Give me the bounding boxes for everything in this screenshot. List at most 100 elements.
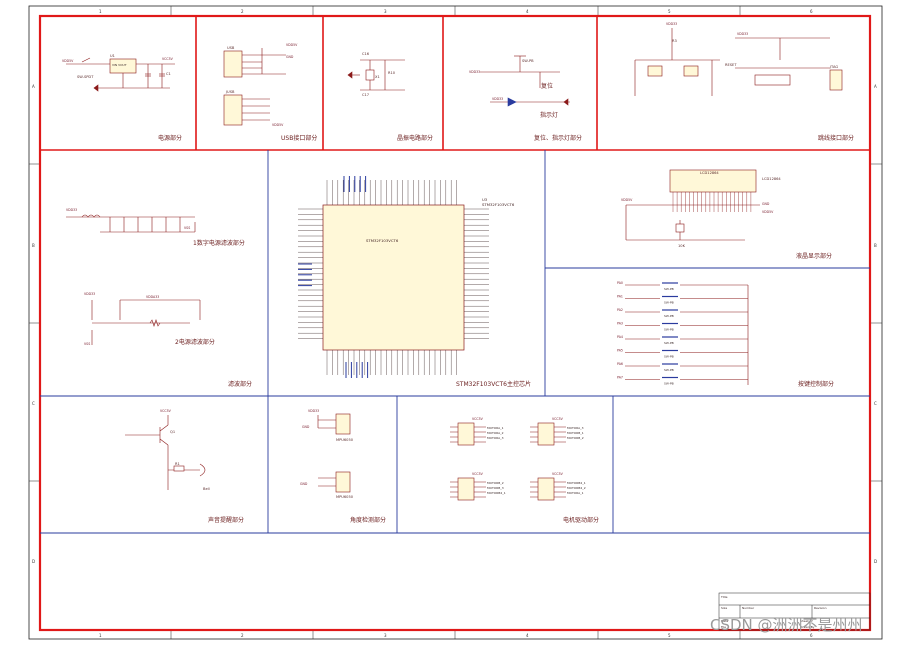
title-block-date: Date <box>721 619 728 623</box>
usb-vdd-label-2: VDD5V <box>272 123 284 127</box>
motor-vcc-label: VCC5V <box>552 472 564 476</box>
key-switch-ref: SW-PB <box>664 341 674 345</box>
jtag-pull-resistor: R3 <box>672 39 677 43</box>
keys-circuit: PA0SW-PBPA1SW-PBPA2SW-PBPA3SW-PBPA4SW-PB… <box>617 281 749 386</box>
title-block-number: Number <box>742 606 755 610</box>
lcd-gnd-label: GND <box>762 202 770 206</box>
red-outline <box>38 14 872 632</box>
usb-jusb-ref: JUSB <box>225 90 235 94</box>
filter-2-vdda-label: VDDA33 <box>146 295 159 299</box>
usb-vdd-label: VDD5V <box>286 43 298 47</box>
lcd-ref-label: LCD12864 <box>762 177 781 181</box>
crystal-c17: C17 <box>362 93 369 97</box>
key-net-label: PA1 <box>617 295 623 299</box>
key-net-label: PA7 <box>617 376 623 380</box>
motor-circuit: MOTORA_1MOTORA_2MOTORA_3VCC5VMOTORA_3MOT… <box>450 417 586 501</box>
mcu-inner-label: STM32F103VCT6 <box>366 238 399 243</box>
power-vdd-label: VDD5V <box>62 59 74 63</box>
title-block-sheet: Sheet of <box>800 619 813 623</box>
col-label-6: 6 <box>810 9 813 14</box>
regulator-pins: VIN VOUT <box>112 63 127 67</box>
col-label-6-bottom: 6 <box>810 633 813 638</box>
power-vcc-label: VCC5V <box>162 57 174 61</box>
row-label-d-right: D <box>874 559 877 564</box>
key-switch-ref: SW-PB <box>664 314 674 318</box>
reset-led-circuit <box>480 55 570 107</box>
section-filter-all-title: 滤波部分 <box>228 380 252 388</box>
row-label-a-right: A <box>874 84 877 89</box>
motor-vcc-label: VCC5V <box>472 472 484 476</box>
motor-net-label: MOTORB_3 <box>487 486 504 490</box>
crystal-r10: R10 <box>388 71 396 75</box>
col-label-4: 4 <box>526 9 529 14</box>
col-label-3: 3 <box>384 9 387 14</box>
key-net-label: PA5 <box>617 349 623 353</box>
col-label-2-bottom: 2 <box>241 633 244 638</box>
buzzer-q1-label: Q1 <box>170 430 175 434</box>
watermark: CSDN @洲洲不是州州 <box>710 616 863 634</box>
motor-net-label: MOTORA_1 <box>567 491 584 495</box>
section-mcu-title: STM32F103VCT6主控芯片 <box>456 380 531 388</box>
section-jtag-title: 跳线接口部分 <box>818 134 854 142</box>
motor-net-label: MOTORB_2 <box>487 481 504 485</box>
led-text: 指示灯 <box>540 111 558 119</box>
title-block-size: Size <box>721 606 727 610</box>
section-filter-1-title: 1数字电源滤波部分 <box>193 239 245 247</box>
filter-1-vdd-label: VDD33 <box>66 208 77 212</box>
section-buzzer-title: 声音提醒部分 <box>208 516 244 524</box>
lcd-vdd-label: VDD5V <box>621 198 633 202</box>
lcd-module-label: LCD12864 <box>700 171 719 175</box>
row-label-b-right: B <box>874 243 877 248</box>
title-block-drawn: Drawn By <box>800 625 815 629</box>
led-vdd-label: VDD33 <box>492 97 503 101</box>
crystal-x1: X1 <box>375 75 380 79</box>
mcu-chip <box>298 176 489 378</box>
mcu-ref: U3 <box>482 197 488 202</box>
col-label-4-bottom: 4 <box>526 633 529 638</box>
section-crystal-title: 晶振电路部分 <box>397 134 433 142</box>
motor-vcc-label: VCC5V <box>472 417 484 421</box>
usb-gnd-label: GND <box>286 55 294 59</box>
row-label-a: A <box>32 84 35 89</box>
key-net-label: PA0 <box>617 281 623 285</box>
crystal-circuit <box>347 59 405 91</box>
section-filter-2-title: 2电源滤波部分 <box>175 338 215 346</box>
title-block-title: Title <box>720 595 728 599</box>
power-switch-ref: SW-SPDT <box>77 75 94 79</box>
section-power-title: 电源部分 <box>158 134 182 142</box>
reset-vdd-label: VDD33 <box>469 70 480 74</box>
section-angle-title: 角度检测部分 <box>350 516 386 524</box>
buzzer-part-label: Bell <box>203 487 210 491</box>
motor-net-label: MOTORB4_1 <box>487 491 506 495</box>
row-label-b: B <box>32 243 35 248</box>
key-net-label: PA6 <box>617 362 623 366</box>
crystal-c16: C16 <box>362 52 370 56</box>
row-label-c-right: C <box>874 401 877 406</box>
motor-vcc-label: VCC5V <box>552 417 564 421</box>
col-label-1: 1 <box>99 9 102 14</box>
angle-circuit <box>317 413 351 493</box>
reset-button-ref: SW-PB <box>522 59 534 63</box>
buzzer-circuit <box>125 415 206 490</box>
lcd-pot-label: 10K <box>678 244 686 248</box>
key-switch-ref: SW-PB <box>664 301 674 305</box>
jtag-vdd-label: VDD33 <box>666 22 677 26</box>
power-circuit <box>66 57 175 92</box>
filter-1-vss-label: VSS <box>184 226 190 230</box>
filter-1-circuit <box>66 214 196 233</box>
key-net-label: PA2 <box>617 308 623 312</box>
regulator-ref: U1 <box>110 54 115 58</box>
outer-frame <box>28 5 883 640</box>
key-switch-ref: SW-PB <box>664 287 674 291</box>
motor-net-label: MOTORA_3 <box>567 426 584 430</box>
usb-circuit <box>223 48 286 126</box>
section-keys-title: 按键控制部分 <box>798 380 834 388</box>
lcd-circuit <box>625 169 760 241</box>
motor-net-label: MOTORB_1 <box>567 431 584 435</box>
motor-net-label: MOTORA_1 <box>487 426 504 430</box>
section-usb-title: USB接口部分 <box>281 134 317 142</box>
buzzer-resistor-label: R1 <box>175 462 180 466</box>
mcu-part: STM32F103VCT6 <box>482 202 515 207</box>
